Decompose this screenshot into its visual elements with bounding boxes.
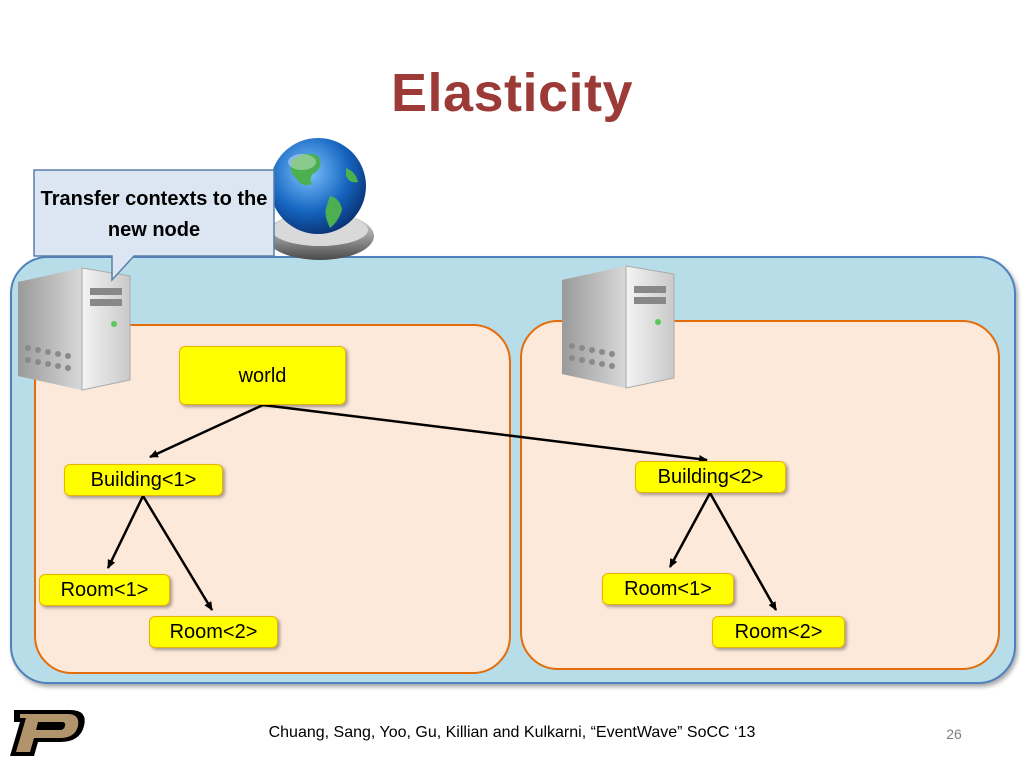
footer-citation: Chuang, Sang, Yoo, Gu, Killian and Kulka…	[268, 724, 756, 741]
context-building-2: Building<2>	[635, 461, 786, 493]
context-room-2-node-2: Room<2>	[712, 616, 845, 648]
context-world: world	[179, 346, 346, 405]
page-number: 26	[946, 726, 962, 742]
context-room-1-node-2: Room<1>	[602, 573, 734, 605]
context-room-1-node-1: Room<1>	[39, 574, 170, 606]
slide-title: Elasticity	[390, 63, 634, 123]
context-room-2-node-1: Room<2>	[149, 616, 278, 648]
context-building-1: Building<1>	[64, 464, 223, 496]
callout-text: Transfer contexts to the new node	[40, 188, 268, 241]
globe-icon	[266, 138, 374, 260]
